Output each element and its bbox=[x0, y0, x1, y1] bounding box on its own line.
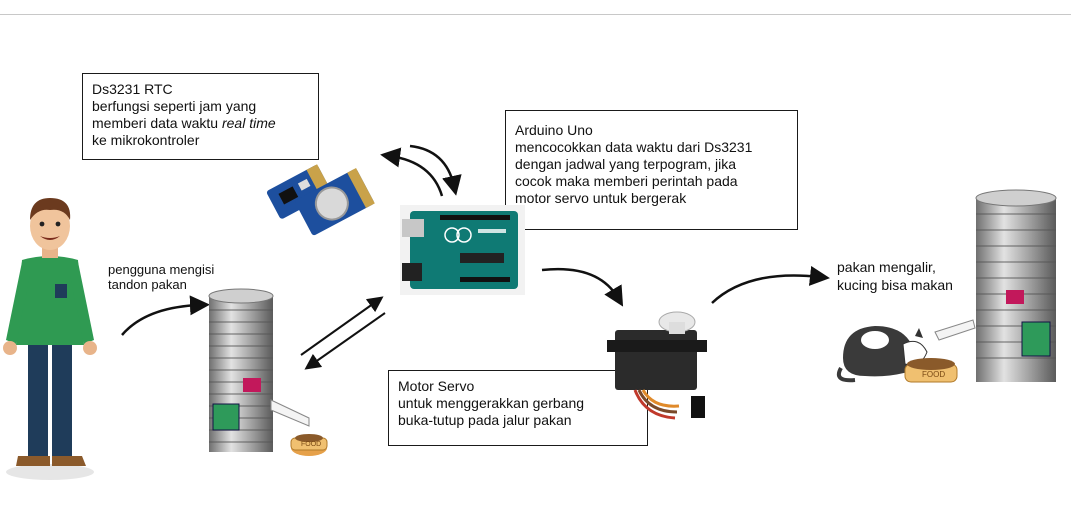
cat-caption-line-1: pakan mengalir, bbox=[837, 259, 936, 275]
servo-title: Motor Servo bbox=[398, 378, 475, 394]
rtc-line-3: memberi data waktu real time bbox=[92, 115, 276, 131]
rtc-description-box: Ds3231 RTC berfungsi seperti jam yang me… bbox=[82, 73, 319, 160]
top-divider bbox=[0, 14, 1071, 15]
servo-line-3: buka-tutup pada jalur pakan bbox=[398, 412, 572, 428]
arduino-line-3: dengan jadwal yang terpogram, jika bbox=[515, 156, 737, 172]
rtc-line-4: ke mikrokontroler bbox=[92, 132, 200, 148]
servo-cat-arrow bbox=[711, 265, 830, 304]
user-caption-line-1: pengguna mengisi bbox=[108, 262, 215, 277]
servo-line-2: untuk menggerakkan gerbang bbox=[398, 395, 585, 411]
servo-motor-image bbox=[607, 311, 707, 420]
arduino-board-image bbox=[400, 205, 525, 295]
person-illustration bbox=[3, 198, 97, 480]
arduino-line-4: cocok maka memberi perintah pada bbox=[515, 173, 738, 189]
arduino-title: Arduino Uno bbox=[515, 122, 593, 138]
food-label-left: FOOD bbox=[301, 441, 322, 448]
arduino-description-box: Arduino Uno mencocokkan data waktu dari … bbox=[505, 110, 798, 230]
rtc-title: Ds3231 RTC bbox=[92, 81, 173, 97]
feeder-right-image bbox=[975, 189, 1057, 382]
feeder-arduino-arrows bbox=[300, 296, 386, 370]
user-caption-line-2: tandon pakan bbox=[108, 277, 187, 292]
arduino-line-5: motor servo untuk bergerak bbox=[515, 190, 687, 206]
arduino-servo-arrow bbox=[541, 267, 624, 307]
arduino-line-2: mencocokkan data waktu dari Ds3231 bbox=[515, 139, 753, 155]
rtc-module-image bbox=[266, 164, 375, 236]
user-feeder-arrow bbox=[121, 295, 210, 336]
cat-eating-image bbox=[836, 319, 976, 383]
feeder-left-image bbox=[208, 288, 328, 456]
cat-caption: pakan mengalir, kucing bisa makan bbox=[837, 258, 953, 294]
food-label-right: FOOD bbox=[922, 370, 946, 379]
rtc-realtime-italic: real time bbox=[221, 115, 276, 131]
user-caption: pengguna mengisi tandon pakan bbox=[108, 262, 214, 292]
rtc-arduino-arrows bbox=[380, 144, 462, 197]
rtc-line-2: berfungsi seperti jam yang bbox=[92, 98, 257, 114]
cat-caption-line-2: kucing bisa makan bbox=[837, 277, 953, 293]
